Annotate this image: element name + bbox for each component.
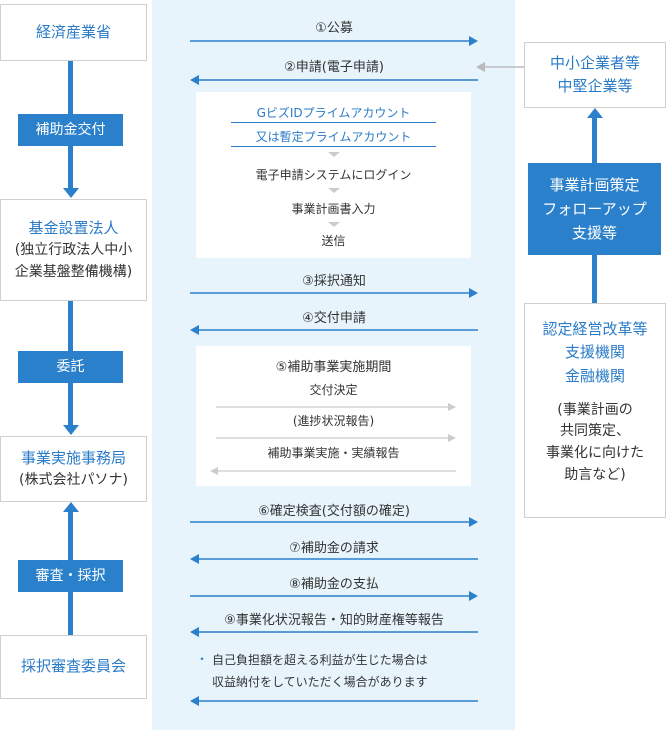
secretariat-sub: (株式会社パソナ) <box>19 471 128 488</box>
grant-decision-label: 交付決定 <box>309 383 358 397</box>
gbiz-id-link-2[interactable]: 又は暫定プライムアカウント <box>255 130 412 144</box>
chevron-down-icon <box>328 188 340 193</box>
arrow-up-icon <box>63 502 79 512</box>
arrow-down-icon <box>63 188 79 198</box>
badge-business-plan-support: 事業計画策定 フォローアップ 支援等 <box>528 163 661 255</box>
implementation-report-label: 補助事業実施・実績報告 <box>267 446 400 460</box>
application-steps-box: GビズIDプライムアカウント 又は暫定プライムアカウント 電子申請システムにログ… <box>196 92 471 258</box>
secretariat-name: 事業実施事務局 <box>20 448 126 467</box>
step-4-label: ④交付申請 <box>302 311 366 326</box>
note-bullet: ・ <box>196 652 209 666</box>
review-committee-box: 採択審査委員会 <box>0 635 147 699</box>
arrow-left-step7 <box>190 553 478 565</box>
progress-report-label: (進捗状況報告) <box>292 414 375 428</box>
step-3-label: ③採択通知 <box>302 274 366 289</box>
fund-corp-name: 基金設置法人 <box>28 218 119 237</box>
arrow-left-note <box>190 695 478 707</box>
step-6-label: ⑥確定検査(交付額の確定) <box>258 504 410 519</box>
badge-subsidy-grant: 補助金交付 <box>18 114 123 146</box>
meti-box: 経済産業省 <box>0 4 147 61</box>
arrow-down-icon <box>63 425 79 435</box>
sme-box: 中小企業者等 中堅企業等 <box>524 42 666 108</box>
secretariat-box: 事業実施事務局 (株式会社パソナ) <box>0 436 147 502</box>
gray-arrow-right <box>216 428 456 442</box>
submit-step: 送信 <box>321 234 346 248</box>
committee-label: 採択審査委員会 <box>20 657 126 676</box>
fund-corporation-box: 基金設置法人 (独立行政法人中小 企業基盤整備機構) <box>0 199 147 301</box>
login-step: 電子申請システムにログイン <box>255 168 412 182</box>
note-line-2: 収益納付をしていただく場合があります <box>212 675 428 689</box>
arrow-left-step4 <box>190 324 478 336</box>
underline <box>231 146 436 147</box>
support-organization-box: 認定経営改革等 支援機関 金融機関 (事業計画の 共同策定、 事業化に向けた 助… <box>524 303 666 518</box>
arrow-right-step1 <box>190 35 478 47</box>
gray-arrow-sme-to-center <box>476 58 524 72</box>
gray-arrow-right <box>216 397 456 411</box>
step-2-label: ②申請(電子申請) <box>284 60 384 75</box>
step-9-label: ⑨事業化状況報告・知的財産権等報告 <box>224 613 444 628</box>
badge-commission: 委託 <box>18 351 123 383</box>
arrow-right-step8 <box>190 590 478 602</box>
fund-corp-sub2: 企業基盤整備機構) <box>14 263 133 280</box>
meti-label: 経済産業省 <box>35 22 111 41</box>
arrow-left-step9 <box>190 626 478 638</box>
step-1-label: ①公募 <box>315 21 353 36</box>
underline <box>231 122 436 123</box>
chevron-down-icon <box>328 222 340 227</box>
arrow-up-icon <box>587 108 603 118</box>
step-7-label: ⑦補助金の請求 <box>289 541 379 556</box>
gbiz-id-link-1[interactable]: GビズIDプライムアカウント <box>256 106 411 120</box>
implementation-period-box: ⑤補助事業実施期間 交付決定 (進捗状況報告) 補助事業実施・実績報告 <box>196 346 471 486</box>
plan-input-step: 事業計画書入力 <box>291 202 376 216</box>
period-title: ⑤補助事業実施期間 <box>275 360 392 375</box>
arrow-right-step3 <box>190 287 478 299</box>
fund-corp-sub1: (独立行政法人中小 <box>14 241 133 258</box>
step-8-label: ⑧補助金の支払 <box>289 577 379 592</box>
badge-review-selection: 審査・採択 <box>18 560 123 592</box>
chevron-down-icon <box>328 152 340 157</box>
note-line-1: 自己負担額を超える利益が生じた場合は <box>212 653 428 667</box>
arrow-left-step2 <box>190 74 478 86</box>
gray-arrow-left <box>210 461 456 475</box>
arrow-right-step6 <box>190 516 478 528</box>
